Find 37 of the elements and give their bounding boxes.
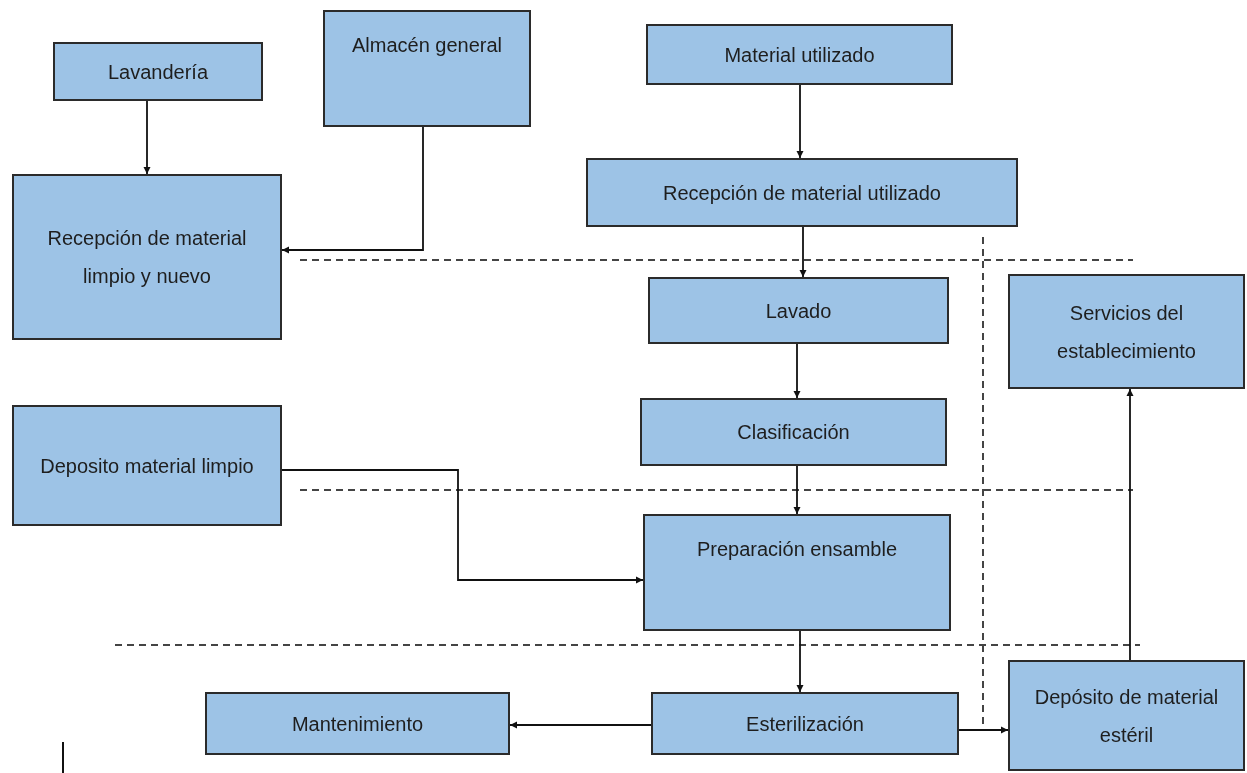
- box-label: Mantenimiento: [291, 711, 424, 737]
- box-label: Clasificación: [737, 420, 850, 445]
- box-label: Deposito material limpio: [40, 453, 254, 479]
- box-label: Depósito de material estéril: [1033, 684, 1220, 748]
- process-box: [1008, 660, 1245, 771]
- process-box: [323, 10, 531, 127]
- process-box: [646, 24, 953, 85]
- box-label: Recepción de material utilizado: [663, 180, 941, 206]
- box-label: Preparación ensamble: [696, 537, 898, 562]
- process-box: [205, 692, 510, 755]
- arrow: [509, 721, 652, 729]
- box-label: Almacén general: [351, 33, 503, 58]
- arrow: [281, 469, 644, 584]
- box-label: Lavado: [765, 298, 832, 324]
- arrow: [793, 343, 801, 399]
- process-box: [53, 42, 263, 101]
- box-label: Material utilizado: [724, 42, 875, 68]
- box-label: Recepción de material limpio y nuevo: [46, 226, 248, 289]
- arrow: [796, 630, 804, 693]
- process-box: [586, 158, 1018, 227]
- box-label: Esterilización: [746, 711, 864, 737]
- arrow: [281, 126, 424, 254]
- box-label: Lavandería: [107, 59, 209, 85]
- box-label: Servicios del establecimiento: [1056, 300, 1197, 364]
- process-box: [648, 277, 949, 344]
- process-box: [643, 514, 951, 631]
- arrow: [143, 100, 151, 175]
- arrow: [796, 84, 804, 159]
- process-box: [640, 398, 947, 466]
- arrow: [958, 726, 1009, 734]
- arrow: [1126, 388, 1134, 661]
- arrow: [799, 226, 807, 278]
- process-box: [1008, 274, 1245, 389]
- process-box: [12, 174, 282, 340]
- process-box: [651, 692, 959, 755]
- process-box: [12, 405, 282, 526]
- arrow: [793, 465, 801, 515]
